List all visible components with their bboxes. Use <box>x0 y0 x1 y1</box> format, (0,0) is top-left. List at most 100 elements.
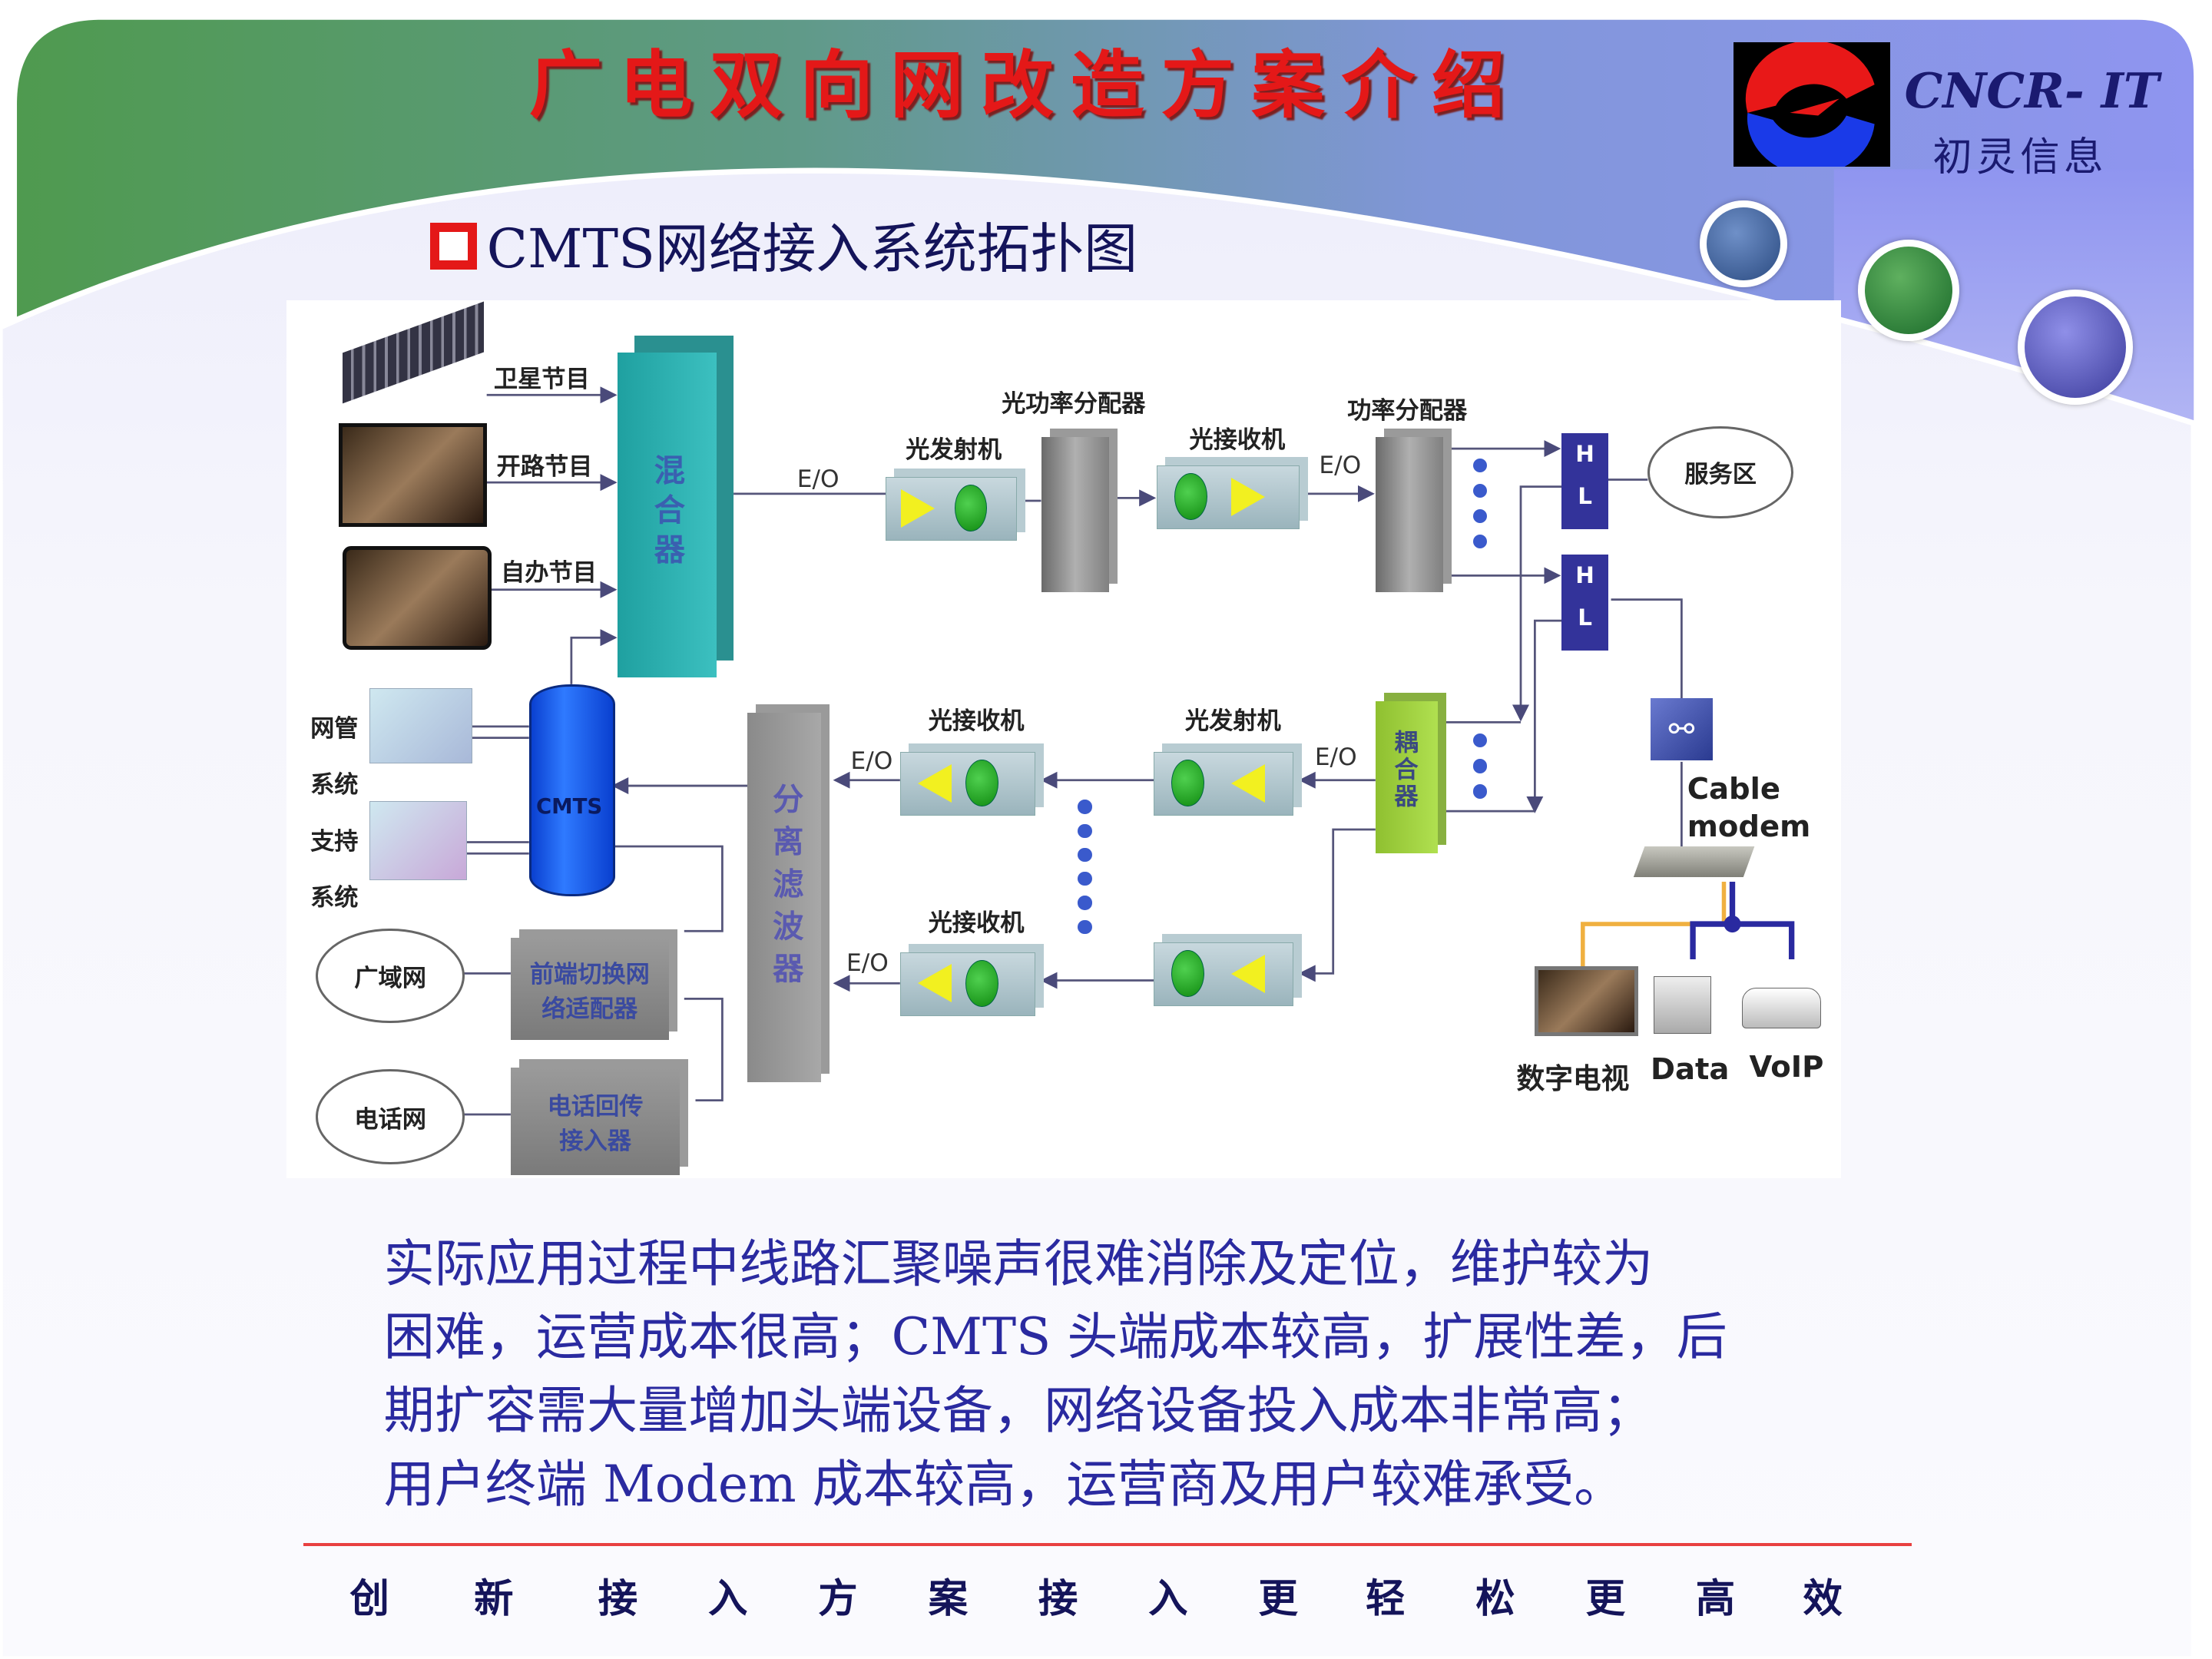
slide-title: 广电双向网改造方案介绍 <box>528 41 1522 129</box>
blue-ball-decoration <box>1700 200 1787 288</box>
service-area-cloud: 服务区 <box>1647 426 1793 518</box>
cable-modem-label-line: modem <box>1687 810 1811 845</box>
splitter-filter-box <box>747 712 821 1082</box>
nms-icon <box>369 688 473 763</box>
footer-char: 创 <box>349 1575 389 1622</box>
footer-char: 接 <box>1038 1575 1078 1622</box>
footer-divider <box>303 1543 1912 1547</box>
footer-char: 接 <box>598 1575 638 1622</box>
eo-label: E/O <box>1314 743 1357 771</box>
footer-char: 入 <box>1148 1575 1188 1622</box>
continuation-dot <box>1472 784 1487 799</box>
computer-icon <box>1653 976 1712 1035</box>
continuation-dot <box>1078 823 1092 838</box>
label-optical-transmitter-return: 光发射机 <box>1184 707 1281 735</box>
purple-ball-decoration <box>2017 289 2133 405</box>
wan-label: 广域网 <box>354 964 426 992</box>
optical-receiver-return-1 <box>899 751 1036 816</box>
label-optical-receiver-return-2: 光接收机 <box>928 909 1025 937</box>
logo-text-en: CNCR- IT <box>1904 61 2160 119</box>
mixer-box <box>618 353 717 677</box>
splitter-filter-label: 分离滤波器 <box>767 783 804 995</box>
continuation-dot <box>1472 484 1487 498</box>
coupler-label: 耦合器 <box>1389 729 1418 810</box>
label-optical-power-splitter: 光功率分配器 <box>1002 389 1146 418</box>
footer-char: 更 <box>1585 1575 1625 1622</box>
footer-char: 高 <box>1695 1575 1736 1622</box>
footer-char: 轻 <box>1365 1575 1406 1622</box>
label-broadcast-program: 开路节目 <box>496 453 593 482</box>
frontend-adapter-box: 前端切换网络适配器 <box>510 938 669 1040</box>
label-data: Data <box>1650 1052 1730 1088</box>
phone-return-box: 电话回传接入器 <box>510 1068 680 1175</box>
power-splitter <box>1375 437 1443 593</box>
broadcast-tv-image <box>338 423 488 527</box>
label-support-system: 支持系统 <box>310 814 358 927</box>
logo-icon <box>1734 40 1891 176</box>
continuation-dot <box>1078 872 1092 886</box>
continuation-dot <box>1472 535 1487 549</box>
bullet-square-icon <box>430 223 477 270</box>
continuation-dot <box>1078 847 1092 863</box>
optical-transmitter-return-1 <box>1154 751 1294 816</box>
service-area-label: 服务区 <box>1684 461 1757 489</box>
label-optical-transmitter: 光发射机 <box>906 436 1002 465</box>
support-label-line: 系统 <box>310 884 359 912</box>
paragraph-line: 实际应用过程中线路汇聚噪声很难消除及定位，维护较为 <box>383 1233 1654 1293</box>
eo-label: E/O <box>796 465 839 494</box>
cable-modem-icon: ⚯ <box>1650 698 1713 760</box>
section-heading: CMTS网络接入系统拓扑图 <box>486 218 1138 281</box>
coupler-box <box>1375 700 1438 854</box>
continuation-dot <box>1472 759 1487 773</box>
optical-receiver-return-2 <box>899 952 1036 1016</box>
continuation-dot <box>1078 919 1092 934</box>
continuation-dot <box>1472 509 1487 524</box>
logo-text-cn: 初灵信息 <box>1932 134 2108 180</box>
continuation-dot <box>1472 458 1487 473</box>
footer-char: 松 <box>1475 1575 1515 1622</box>
paragraph-line: 期扩容需大量增加头端设备，网络设备投入成本非常高； <box>383 1380 1654 1440</box>
frontend-adapter-label: 前端切换网络适配器 <box>529 960 650 1023</box>
label-optical-receiver-top: 光接收机 <box>1189 426 1286 455</box>
mixer-label: 混合器 <box>648 454 686 573</box>
footer-char: 新 <box>474 1575 514 1622</box>
wan-cloud: 广域网 <box>316 928 465 1024</box>
footer-char: 方 <box>818 1575 858 1622</box>
pstn-cloud: 电话网 <box>316 1069 465 1164</box>
phone-icon <box>1742 987 1822 1029</box>
cmts-label: CMTS <box>535 794 603 820</box>
eo-label: E/O <box>850 747 893 776</box>
nms-label-line: 网管 <box>310 714 359 743</box>
hl-label-l: L <box>1578 482 1592 509</box>
optical-receiver-top <box>1157 465 1300 529</box>
label-satellite-program: 卫星节目 <box>493 366 590 394</box>
footer-char: 更 <box>1258 1575 1298 1622</box>
continuation-dot <box>1078 896 1092 910</box>
local-program-tv-image <box>343 545 492 650</box>
support-label-line: 支持 <box>310 827 359 856</box>
digital-tv-icon <box>1535 966 1639 1036</box>
eo-label: E/O <box>846 949 889 978</box>
pstn-label: 电话网 <box>354 1105 426 1134</box>
description-paragraph: 实际应用过程中线路汇聚噪声很难消除及定位，维护较为 困难，运营成本很高；CMTS… <box>384 1227 2006 1521</box>
label-voip: VoIP <box>1749 1049 1824 1084</box>
footer-char: 入 <box>708 1575 748 1622</box>
nms-label-line: 系统 <box>310 771 359 800</box>
hl-label-h: H <box>1575 561 1594 588</box>
optical-transmitter-return-2 <box>1154 942 1294 1006</box>
cmts-cylinder <box>528 684 616 896</box>
label-digital-tv: 数字电视 <box>1516 1061 1630 1095</box>
paragraph-line: 用户终端 Modem 成本较高，运营商及用户较难承受。 <box>383 1454 1625 1514</box>
label-optical-receiver-return-1: 光接收机 <box>928 707 1025 735</box>
continuation-dot <box>1472 733 1487 748</box>
label-nms: 网管系统 <box>310 701 358 814</box>
paragraph-line: 困难，运营成本很高；CMTS 头端成本较高，扩展性差，后 <box>383 1307 1727 1367</box>
footer-char: 案 <box>928 1575 968 1622</box>
label-power-splitter: 功率分配器 <box>1347 396 1468 425</box>
modem-device <box>1633 846 1755 878</box>
